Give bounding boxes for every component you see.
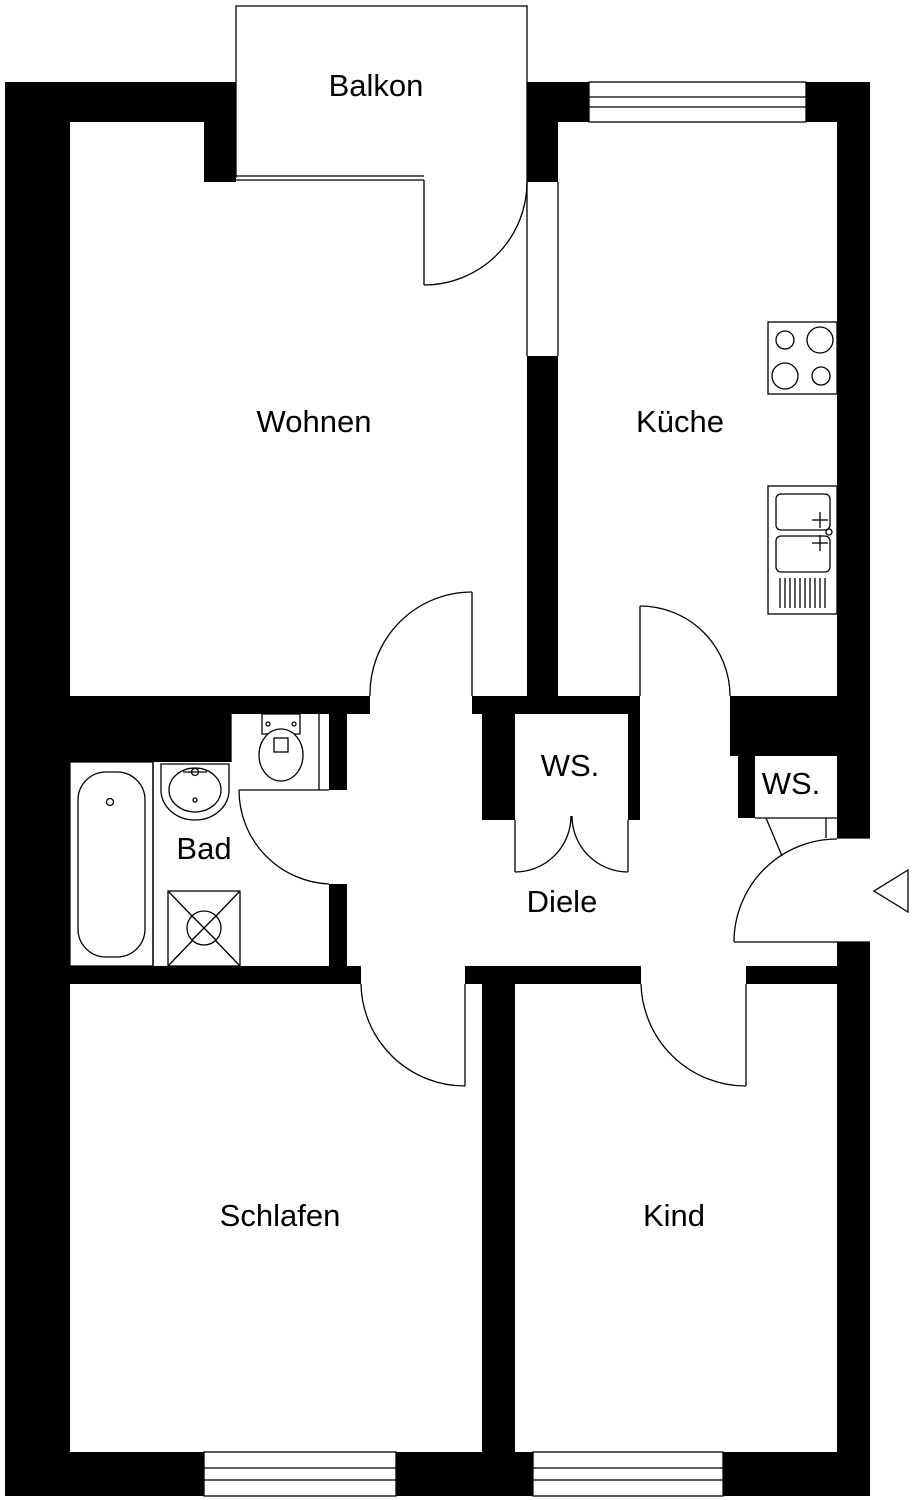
wall-schlafen-kind — [482, 984, 515, 1496]
wall-top-middle — [527, 82, 589, 122]
door-ws-left — [514, 815, 629, 873]
wall-diele-bottom-right — [746, 966, 870, 984]
label-diele: Diele — [527, 884, 598, 919]
label-wohnen: Wohnen — [257, 404, 372, 439]
wall-bottom-right — [723, 1452, 870, 1496]
window-kind — [532, 1451, 724, 1497]
windows — [203, 81, 807, 1497]
bathtub-icon — [69, 761, 154, 967]
room-labels: Balkon Wohnen Küche Bad WS. WS. Diele Sc… — [176, 68, 820, 1233]
wall-bad-diele-lower — [329, 884, 347, 966]
wall-bad-top — [231, 696, 370, 714]
door-wohnen — [369, 591, 473, 697]
wall-bad-diele-upper — [329, 714, 347, 790]
label-ws-left: WS. — [541, 748, 600, 783]
doors — [238, 591, 870, 1087]
wall-diele-bottom-middle — [465, 966, 641, 984]
window-schlafen — [203, 1451, 397, 1497]
walls — [5, 82, 870, 1496]
door-ws-right — [755, 817, 837, 857]
wall-right-outer-lower — [837, 942, 870, 1496]
toilet-icon — [258, 713, 304, 782]
label-schlafen: Schlafen — [220, 1198, 341, 1233]
stove-icon — [767, 321, 838, 395]
wall-left-outer — [5, 82, 70, 1496]
entrance-arrow-icon — [872, 868, 909, 914]
door-kind — [640, 983, 747, 1087]
wall-kueche-bottom — [730, 696, 870, 756]
wall-bad-bottom — [5, 966, 361, 984]
label-balkon: Balkon — [329, 68, 424, 103]
label-ws-right: WS. — [762, 766, 821, 801]
wall-ws-left-right — [628, 714, 640, 820]
wall-balcony-pillar — [204, 82, 236, 182]
wall-wohnen-kueche-bottom — [527, 356, 558, 714]
wall-ws-left-side — [482, 714, 515, 820]
wall-wohnen-kueche-top — [527, 122, 558, 182]
shower-icon — [167, 890, 241, 967]
door-schlafen — [360, 983, 466, 1087]
opening-wohnen-kueche — [526, 182, 559, 356]
label-kueche: Küche — [636, 404, 724, 439]
wall-bottom-left — [5, 1452, 204, 1496]
door-entrance — [733, 837, 870, 943]
door-bad — [238, 789, 330, 885]
window-kueche — [588, 81, 807, 123]
wall-ws-right-side — [738, 756, 755, 818]
wall-diele-top — [472, 696, 640, 714]
washbasin-icon — [160, 763, 230, 821]
label-kind: Kind — [643, 1198, 705, 1233]
kitchen-sink-icon — [767, 485, 838, 615]
balcony — [235, 5, 528, 286]
label-bad: Bad — [176, 831, 231, 866]
door-kueche — [639, 605, 731, 697]
wall-wohnen-bottom — [5, 696, 231, 762]
